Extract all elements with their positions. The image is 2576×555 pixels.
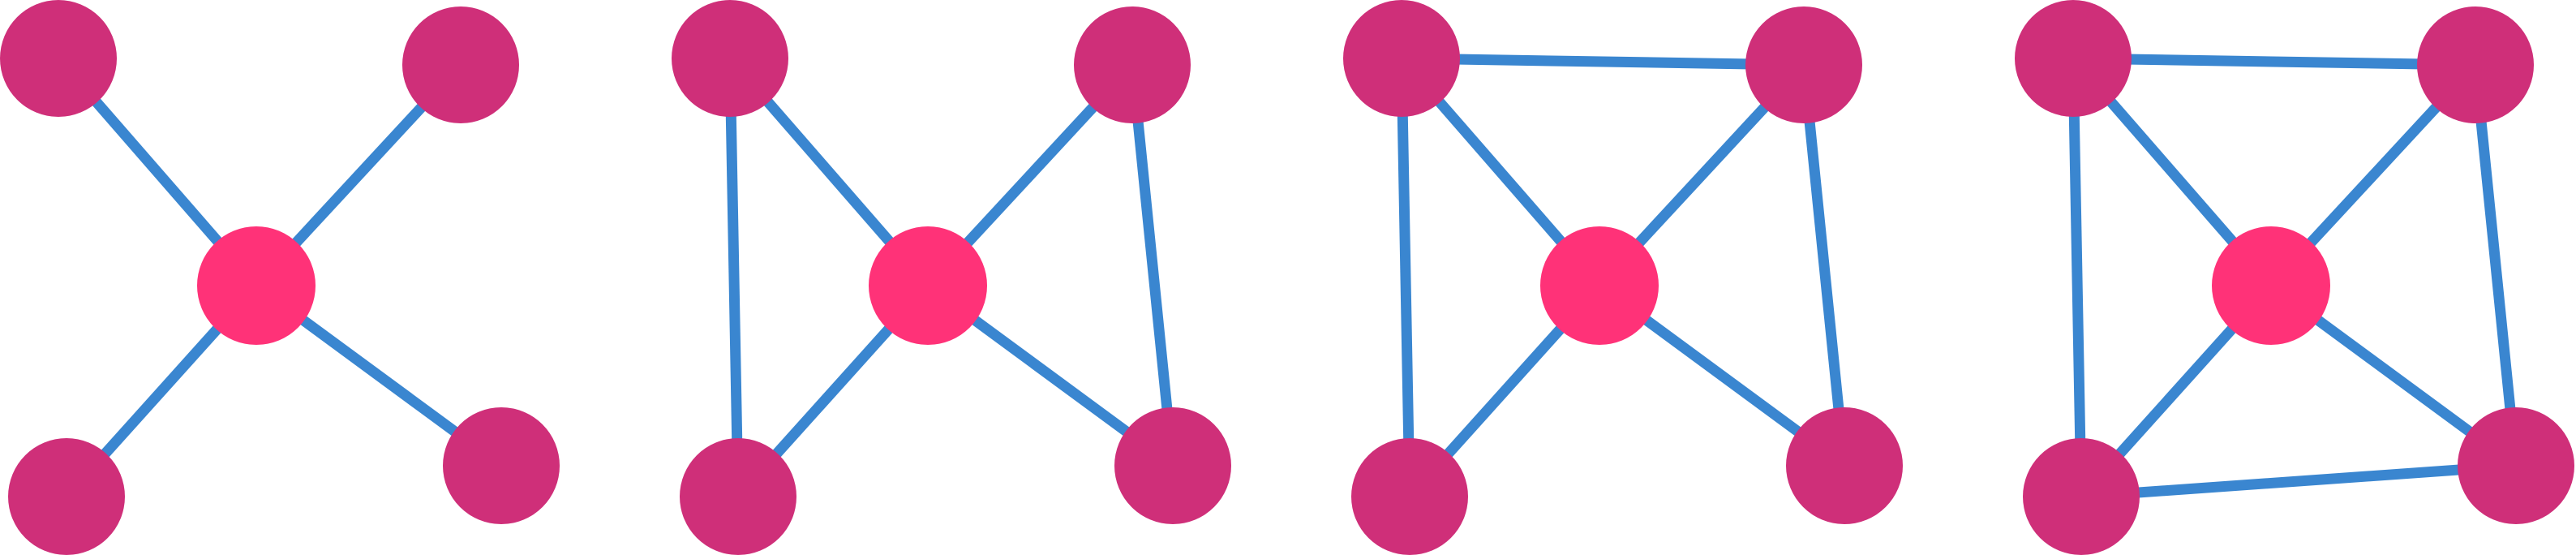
node-hub — [869, 226, 987, 345]
node-hub — [197, 226, 316, 345]
graph-4 — [2015, 0, 2574, 555]
edge-top-left-bottom-left — [724, 58, 744, 497]
node-bottom-right — [1786, 407, 1903, 524]
edge-top-right-bottom-right — [1798, 64, 1850, 467]
edge-top-left-top-right — [2072, 53, 2476, 71]
node-top-left — [672, 0, 788, 117]
node-top-left — [1343, 0, 1460, 117]
node-top-left — [0, 0, 117, 117]
graph-2 — [672, 0, 1231, 555]
edge-top-left-top-right — [1401, 53, 1805, 71]
node-bottom-left — [8, 438, 125, 555]
node-hub — [2212, 226, 2330, 345]
node-bottom-right — [443, 407, 560, 524]
node-bottom-right — [2458, 407, 2574, 524]
edge-top-right-bottom-right — [1127, 64, 1179, 467]
edge-top-left-bottom-left — [2067, 58, 2087, 497]
node-top-right — [402, 6, 519, 123]
node-top-left — [2015, 0, 2132, 117]
graph-3 — [1343, 0, 1903, 555]
node-bottom-right — [1114, 407, 1231, 524]
edge-top-left-bottom-left — [1396, 58, 1415, 497]
node-top-right — [1745, 6, 1862, 123]
node-hub — [1540, 226, 1659, 345]
node-bottom-left — [1351, 438, 1468, 555]
node-bottom-left — [680, 438, 796, 555]
node-bottom-left — [2023, 438, 2140, 555]
graph-1 — [0, 0, 560, 555]
edge-top-right-bottom-right — [2470, 64, 2522, 467]
node-top-right — [2417, 6, 2534, 123]
edge-bottom-left-bottom-right — [2080, 460, 2517, 502]
node-top-right — [1074, 6, 1191, 123]
